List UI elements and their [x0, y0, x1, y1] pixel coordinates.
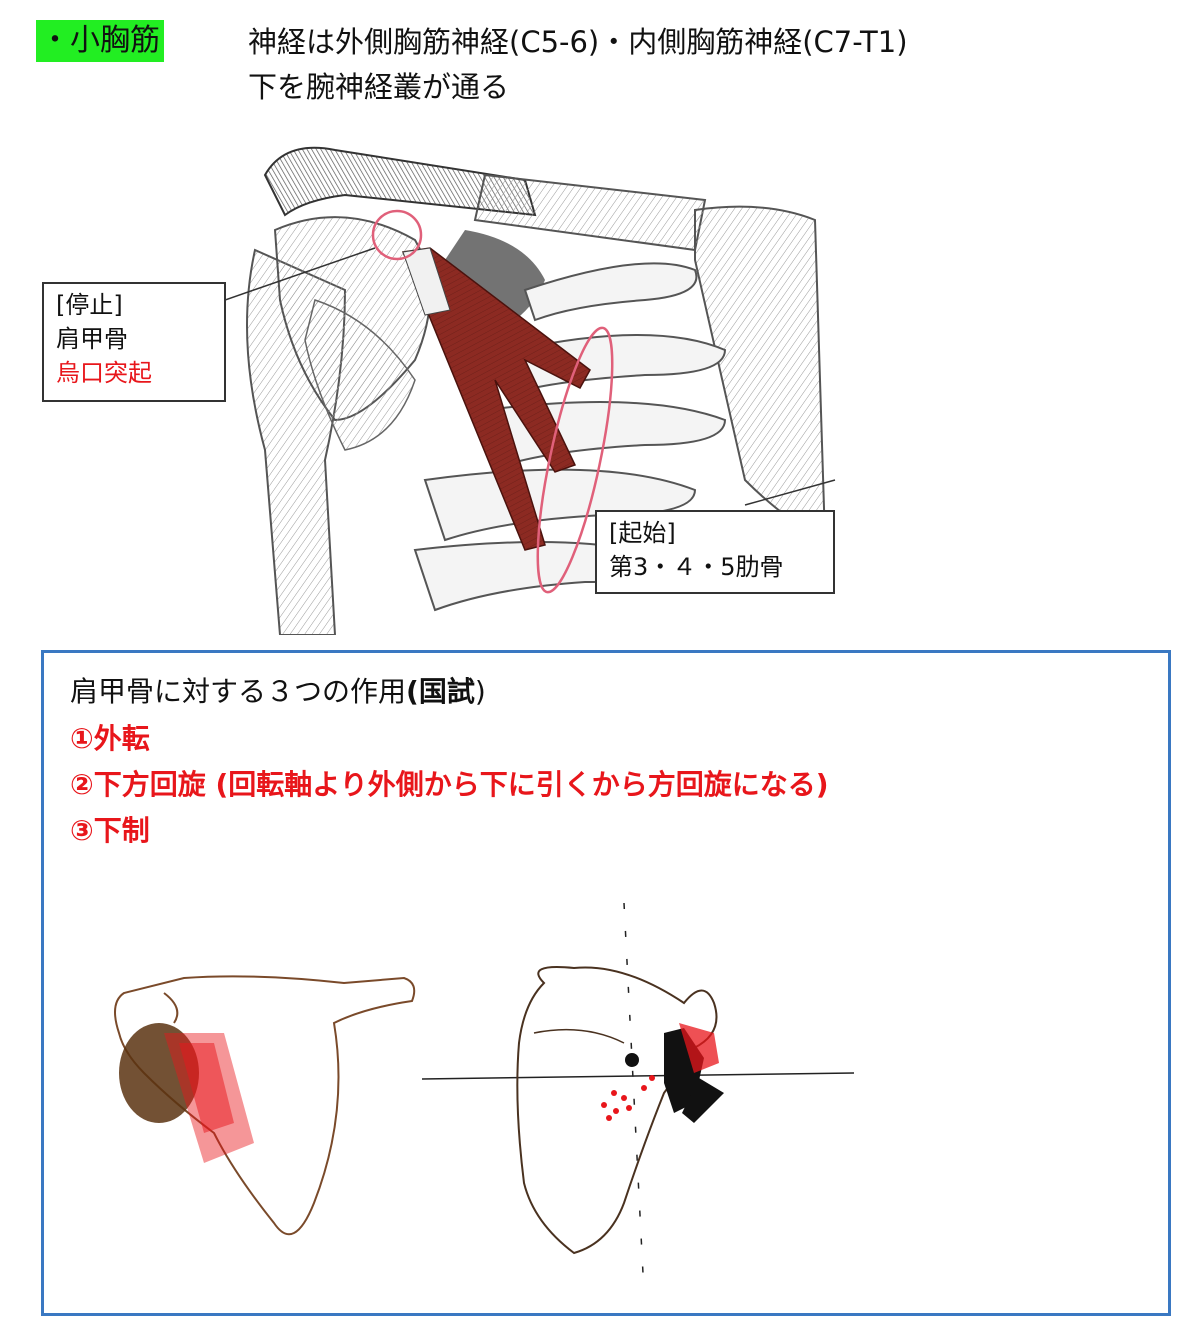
insertion-site: 烏口突起 [56, 359, 152, 387]
national-exam-tag: (国試 [406, 675, 475, 708]
scapula-rotated-sketch [516, 966, 724, 1255]
origin-label-box: [起始] 第3・４・5肋骨 [595, 510, 835, 594]
scapula-front-sketch [114, 975, 416, 1236]
origin-site: 第3・４・5肋骨 [609, 553, 784, 581]
insertion-bone: 肩甲骨 [56, 325, 128, 353]
insertion-label-box: [停止] 肩甲骨 烏口突起 [42, 282, 226, 402]
muscle-title: ・小胸筋 [36, 20, 164, 62]
scapula-actions-panel: 肩甲骨に対する３つの作用(国試) ①外転 ②下方回旋 (回転軸より外側から下に引… [41, 650, 1171, 1316]
actions-title: 肩甲骨に対する３つの作用(国試) [70, 673, 486, 711]
action-downward-rotation: ②下方回旋 (回転軸より外側から下に引くから方回旋になる) [70, 768, 829, 801]
brachial-plexus-text: 下を腕神経叢が通る [248, 70, 510, 104]
action-abduction: ①外転 [70, 722, 150, 755]
actions-title-text: 肩甲骨に対する３つの作用 [70, 675, 407, 708]
origin-tag: [起始] [609, 519, 676, 547]
actions-title-close: ) [474, 675, 486, 708]
insertion-tag: [停止] [56, 291, 123, 319]
pectoralis-minor-illustration [225, 146, 836, 635]
action-depression: ③下制 [70, 814, 150, 847]
scapula-sketches [114, 902, 855, 1294]
nerve-supply-text: 神経は外側胸筋神経(C5-6)・内側胸筋神経(C7-T1) [248, 25, 908, 59]
